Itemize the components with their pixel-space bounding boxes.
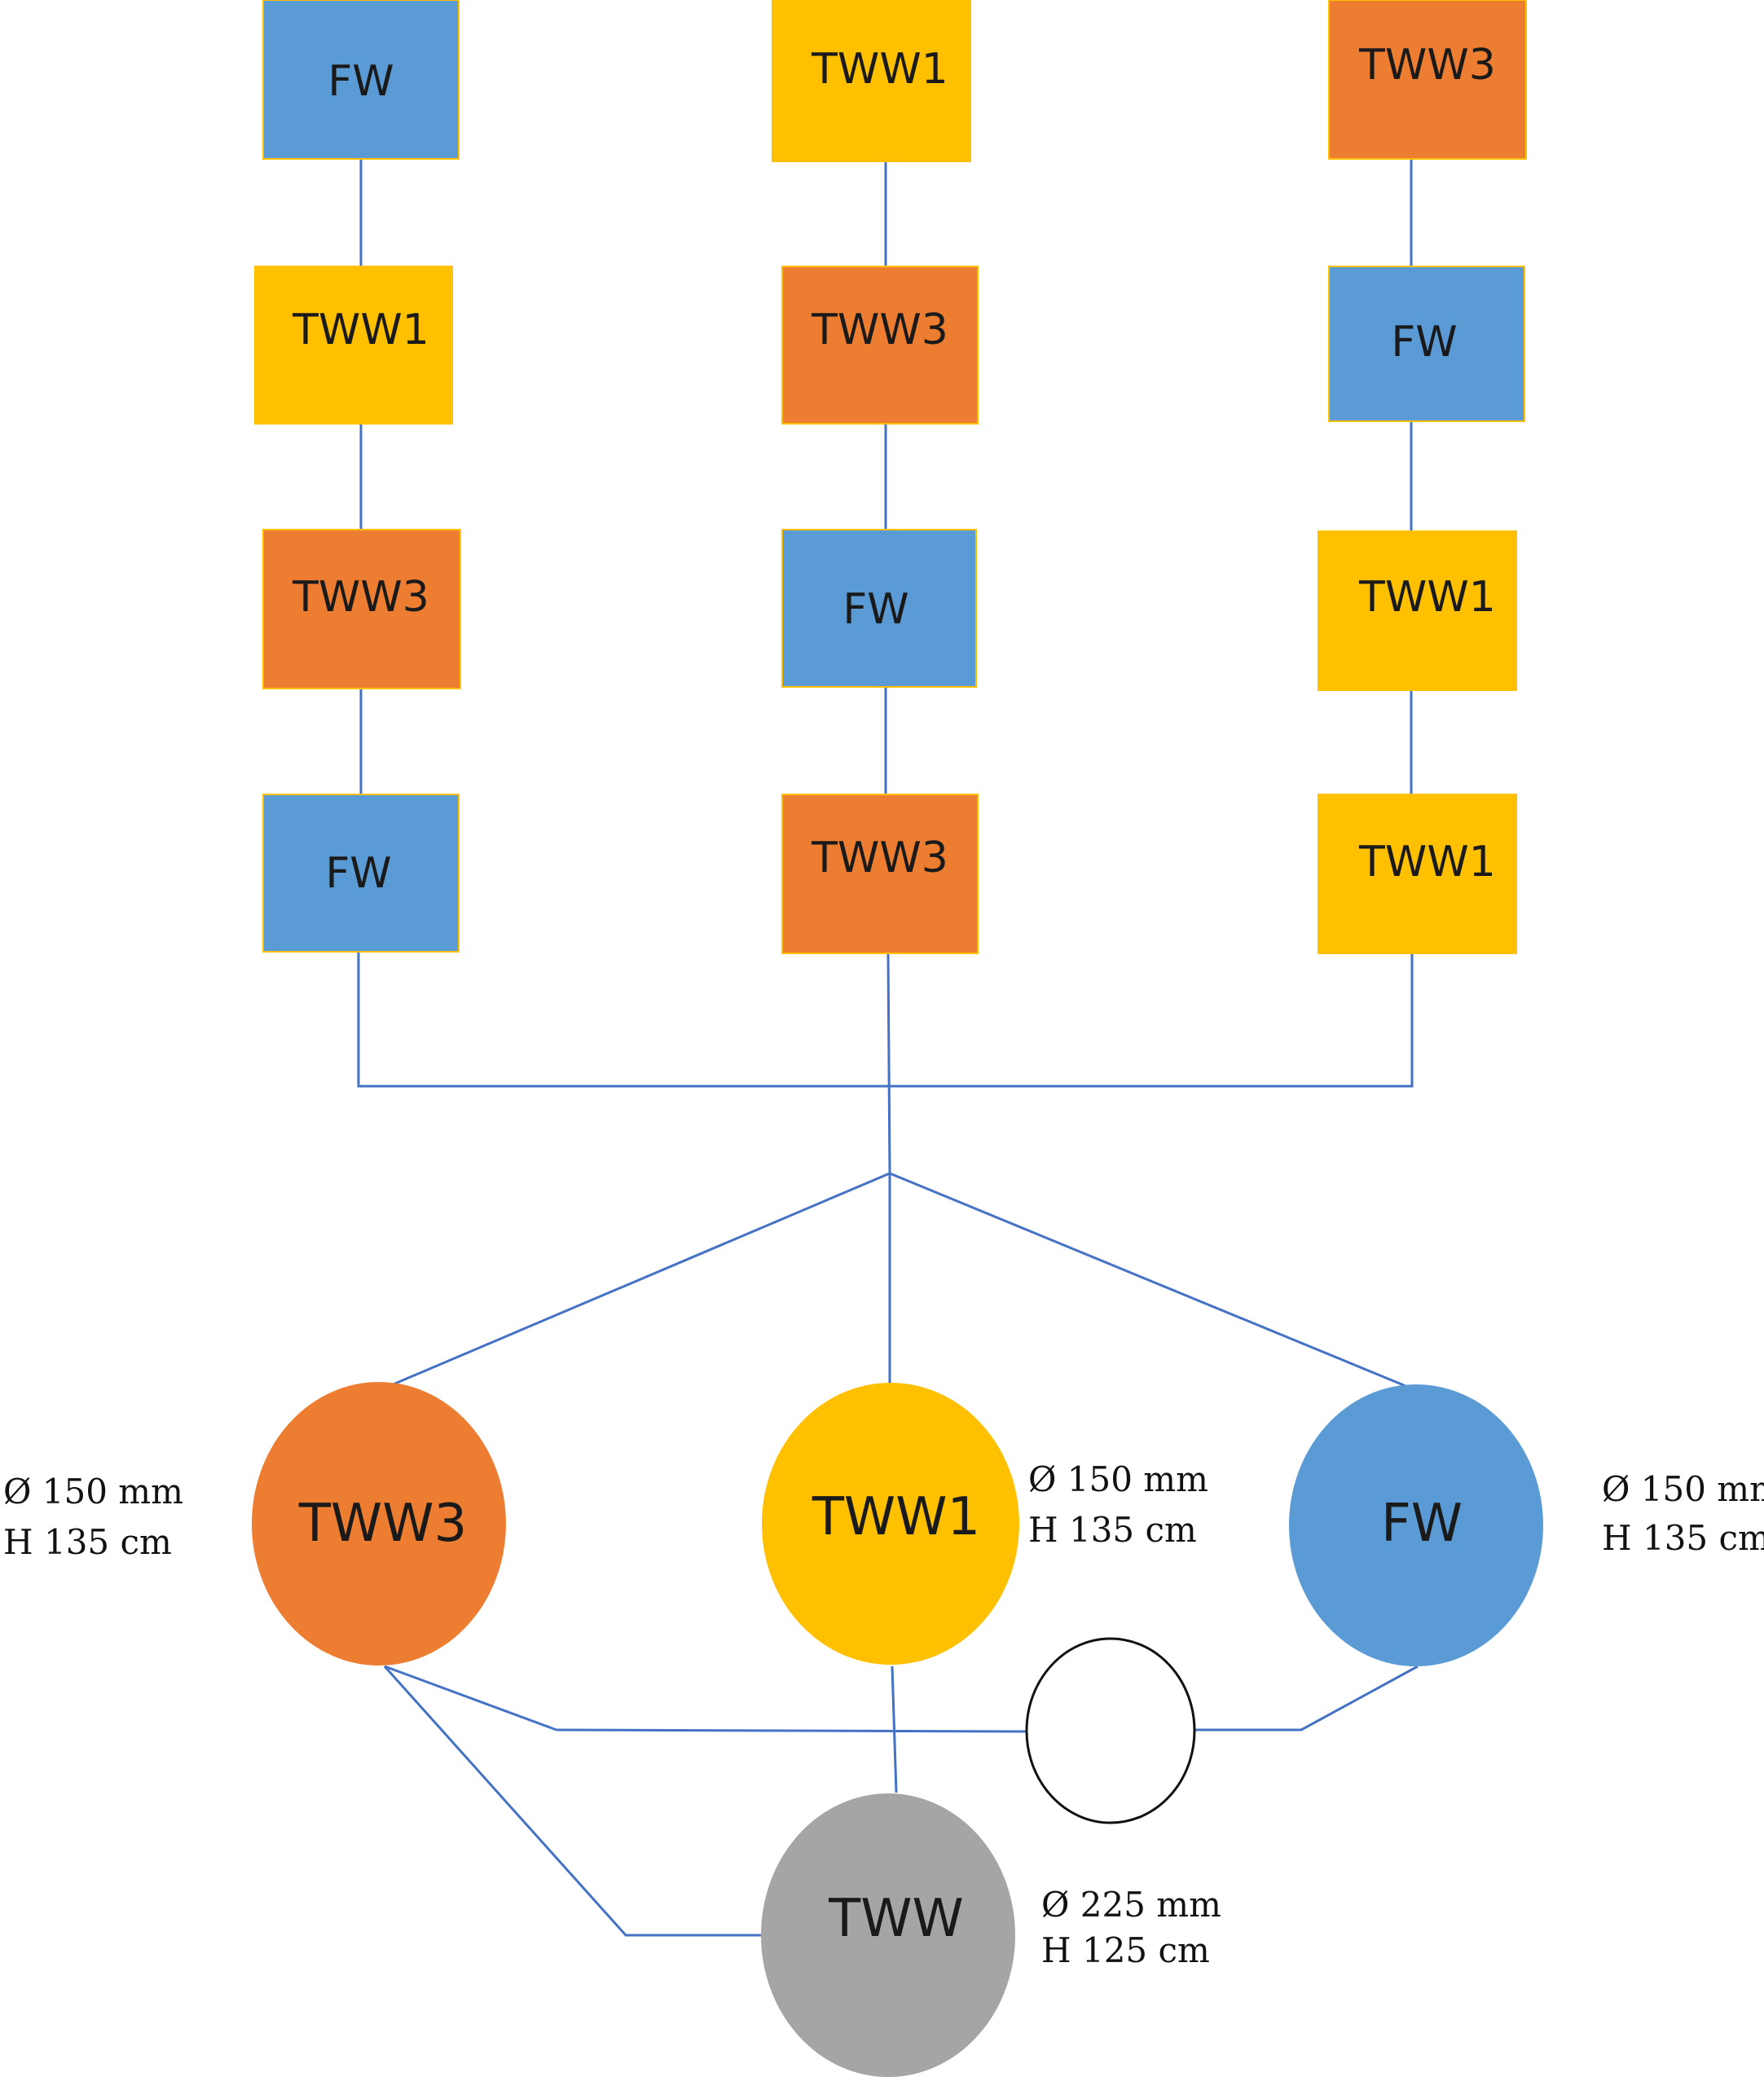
pump-to-fw-line <box>1194 1665 1419 1732</box>
tank-tww1-label: TWW1 <box>812 1487 980 1547</box>
tww3-to-tww-line <box>383 1665 764 1937</box>
connector-lines <box>357 159 1419 1937</box>
c2-box-3 <box>781 529 977 688</box>
distribution-to-fw <box>889 1172 1414 1391</box>
c1-box-3-label: TWW3 <box>292 573 429 622</box>
c3-box-4-label: TWW1 <box>1358 838 1496 887</box>
tank-tww3-diameter: Ø 150 mm <box>3 1472 183 1512</box>
c3-box-3-label: TWW1 <box>1358 573 1496 622</box>
tank-tww3: TWW3 Ø 150 mm H 135 cm <box>3 1382 506 1666</box>
tank-tww1: TWW1 Ø 150 mm H 135 cm <box>762 1383 1208 1665</box>
tank-fw-height: H 135 cm <box>1602 1518 1764 1558</box>
tank-tww3-shape <box>252 1382 506 1666</box>
tank-fw-shape <box>1289 1384 1543 1666</box>
c3-box-2 <box>1328 266 1525 422</box>
c1-box-1 <box>262 0 460 160</box>
collector-line <box>357 952 1414 1088</box>
c2-box-2 <box>781 266 979 425</box>
c3-box-4 <box>1318 794 1517 954</box>
c3-box-2-label: FW <box>1391 318 1457 367</box>
c1-box-4-label: FW <box>325 849 391 898</box>
tank-tww3-height: H 135 cm <box>3 1522 172 1562</box>
c1-box-2 <box>254 266 453 425</box>
c2-box-4 <box>781 794 979 954</box>
tank-tww1-height: H 135 cm <box>1028 1510 1197 1550</box>
c1-box-1-label: FW <box>328 57 394 106</box>
tank-tww1-shape <box>762 1383 1019 1665</box>
tank-tww: TWW Ø 225 mm H 125 cm <box>761 1793 1221 2077</box>
column-2: TWW1 TWW3 FW TWW3 <box>772 0 979 954</box>
c2-box-1-label: TWW1 <box>811 45 948 94</box>
c1-box-3 <box>262 529 461 689</box>
pump-node <box>1025 1637 1196 1824</box>
column-1: FW TWW1 TWW3 FW <box>254 0 461 953</box>
c2-box-2-label: TWW3 <box>811 306 948 354</box>
c1-box-4 <box>262 794 460 953</box>
tank-fw-diameter: Ø 150 mm <box>1602 1469 1764 1509</box>
tank-tww3-label: TWW3 <box>298 1494 467 1554</box>
tank-fw-label: FW <box>1381 1494 1463 1554</box>
c3-box-1-label: TWW3 <box>1358 41 1496 90</box>
tww1-to-tww-line <box>891 1666 898 1793</box>
c3-box-3 <box>1318 530 1517 691</box>
c2-box-1 <box>772 0 971 162</box>
distribution-to-tww3 <box>390 1172 891 1387</box>
collector-center-line <box>886 953 891 1174</box>
column-3: TWW3 FW TWW1 TWW1 <box>1318 0 1527 954</box>
c2-box-4-label: TWW3 <box>811 834 948 882</box>
tank-fw: FW Ø 150 mm H 135 cm <box>1289 1384 1764 1666</box>
junction-to-pump-line <box>556 1728 1029 1733</box>
tank-tww-diameter: Ø 225 mm <box>1041 1885 1221 1925</box>
c3-box-1 <box>1328 0 1527 160</box>
tww3-to-junction-line <box>384 1665 557 1732</box>
c1-box-2-label: TWW1 <box>292 306 429 354</box>
tank-tww1-diameter: Ø 150 mm <box>1028 1459 1208 1499</box>
tank-tww-shape <box>761 1793 1015 2077</box>
tank-tww-height: H 125 cm <box>1041 1930 1210 1970</box>
tank-tww-label: TWW <box>828 1889 964 1949</box>
c2-box-3-label: FW <box>842 585 908 634</box>
